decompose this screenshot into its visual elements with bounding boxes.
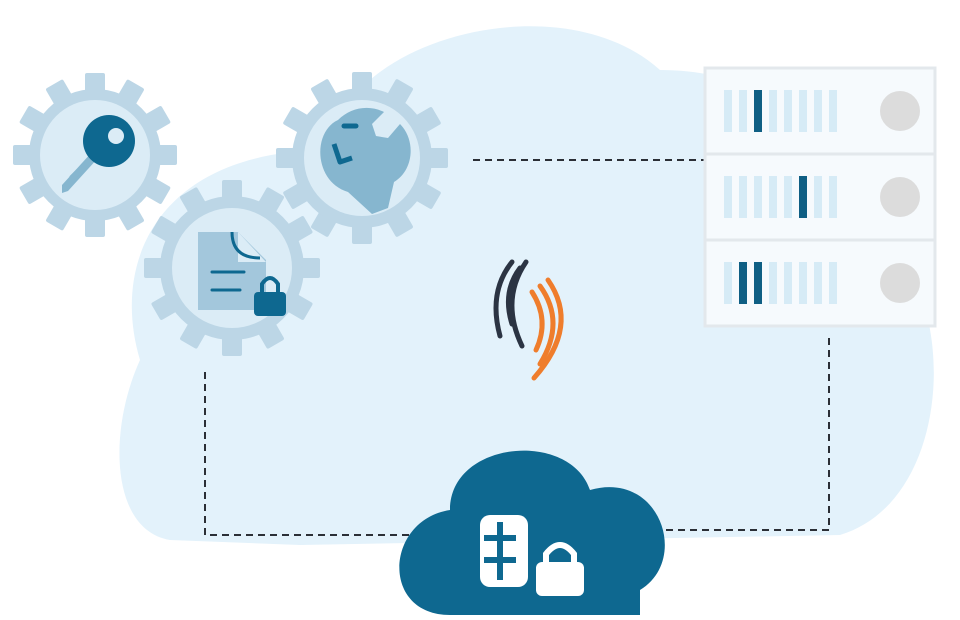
server-power-button bbox=[880, 91, 920, 131]
server-indicator-stripe bbox=[769, 262, 777, 304]
server-indicator-stripe bbox=[784, 90, 792, 132]
locked-document-icon bbox=[198, 231, 286, 316]
wrench-icon bbox=[320, 107, 411, 214]
server-indicator-stripe bbox=[799, 262, 807, 304]
server-indicator-stripe bbox=[754, 90, 762, 132]
connector-server-to-cloud bbox=[660, 338, 830, 531]
signal-logo-icon bbox=[493, 259, 564, 381]
server-indicator-stripe bbox=[754, 262, 762, 304]
server-indicator-stripe bbox=[799, 90, 807, 132]
server-indicator-stripe bbox=[769, 90, 777, 132]
server-indicator-stripe bbox=[784, 176, 792, 218]
server-indicator-stripe bbox=[814, 262, 822, 304]
server-indicator-stripe bbox=[769, 176, 777, 218]
gear-wrench bbox=[276, 72, 448, 244]
server-indicator-stripe bbox=[754, 176, 762, 218]
gear-document bbox=[144, 180, 320, 356]
server-indicator-stripe bbox=[814, 90, 822, 132]
locked-database-cloud-icon bbox=[399, 450, 665, 615]
server-indicator-stripe bbox=[739, 90, 747, 132]
gear-key bbox=[13, 73, 177, 237]
server-indicator-stripe bbox=[739, 262, 747, 304]
server-indicator-stripe bbox=[784, 262, 792, 304]
server-unit bbox=[705, 238, 935, 304]
server-indicator-stripe bbox=[799, 176, 807, 218]
server-indicator-stripe bbox=[724, 262, 732, 304]
connector-gear-to-cloud bbox=[204, 372, 420, 536]
server-indicator-stripe bbox=[829, 176, 837, 218]
server-power-button bbox=[880, 263, 920, 303]
server-indicator-stripe bbox=[829, 262, 837, 304]
server-indicator-stripe bbox=[724, 176, 732, 218]
server-indicator-stripe bbox=[724, 90, 732, 132]
key-icon bbox=[62, 115, 135, 193]
server-unit bbox=[724, 90, 920, 132]
server-indicator-stripe bbox=[739, 176, 747, 218]
server-power-button bbox=[880, 177, 920, 217]
connector-lines bbox=[204, 159, 830, 536]
server-rack bbox=[703, 66, 937, 328]
server-unit bbox=[705, 152, 935, 218]
server-indicator-stripe bbox=[829, 90, 837, 132]
server-indicator-stripe bbox=[814, 176, 822, 218]
